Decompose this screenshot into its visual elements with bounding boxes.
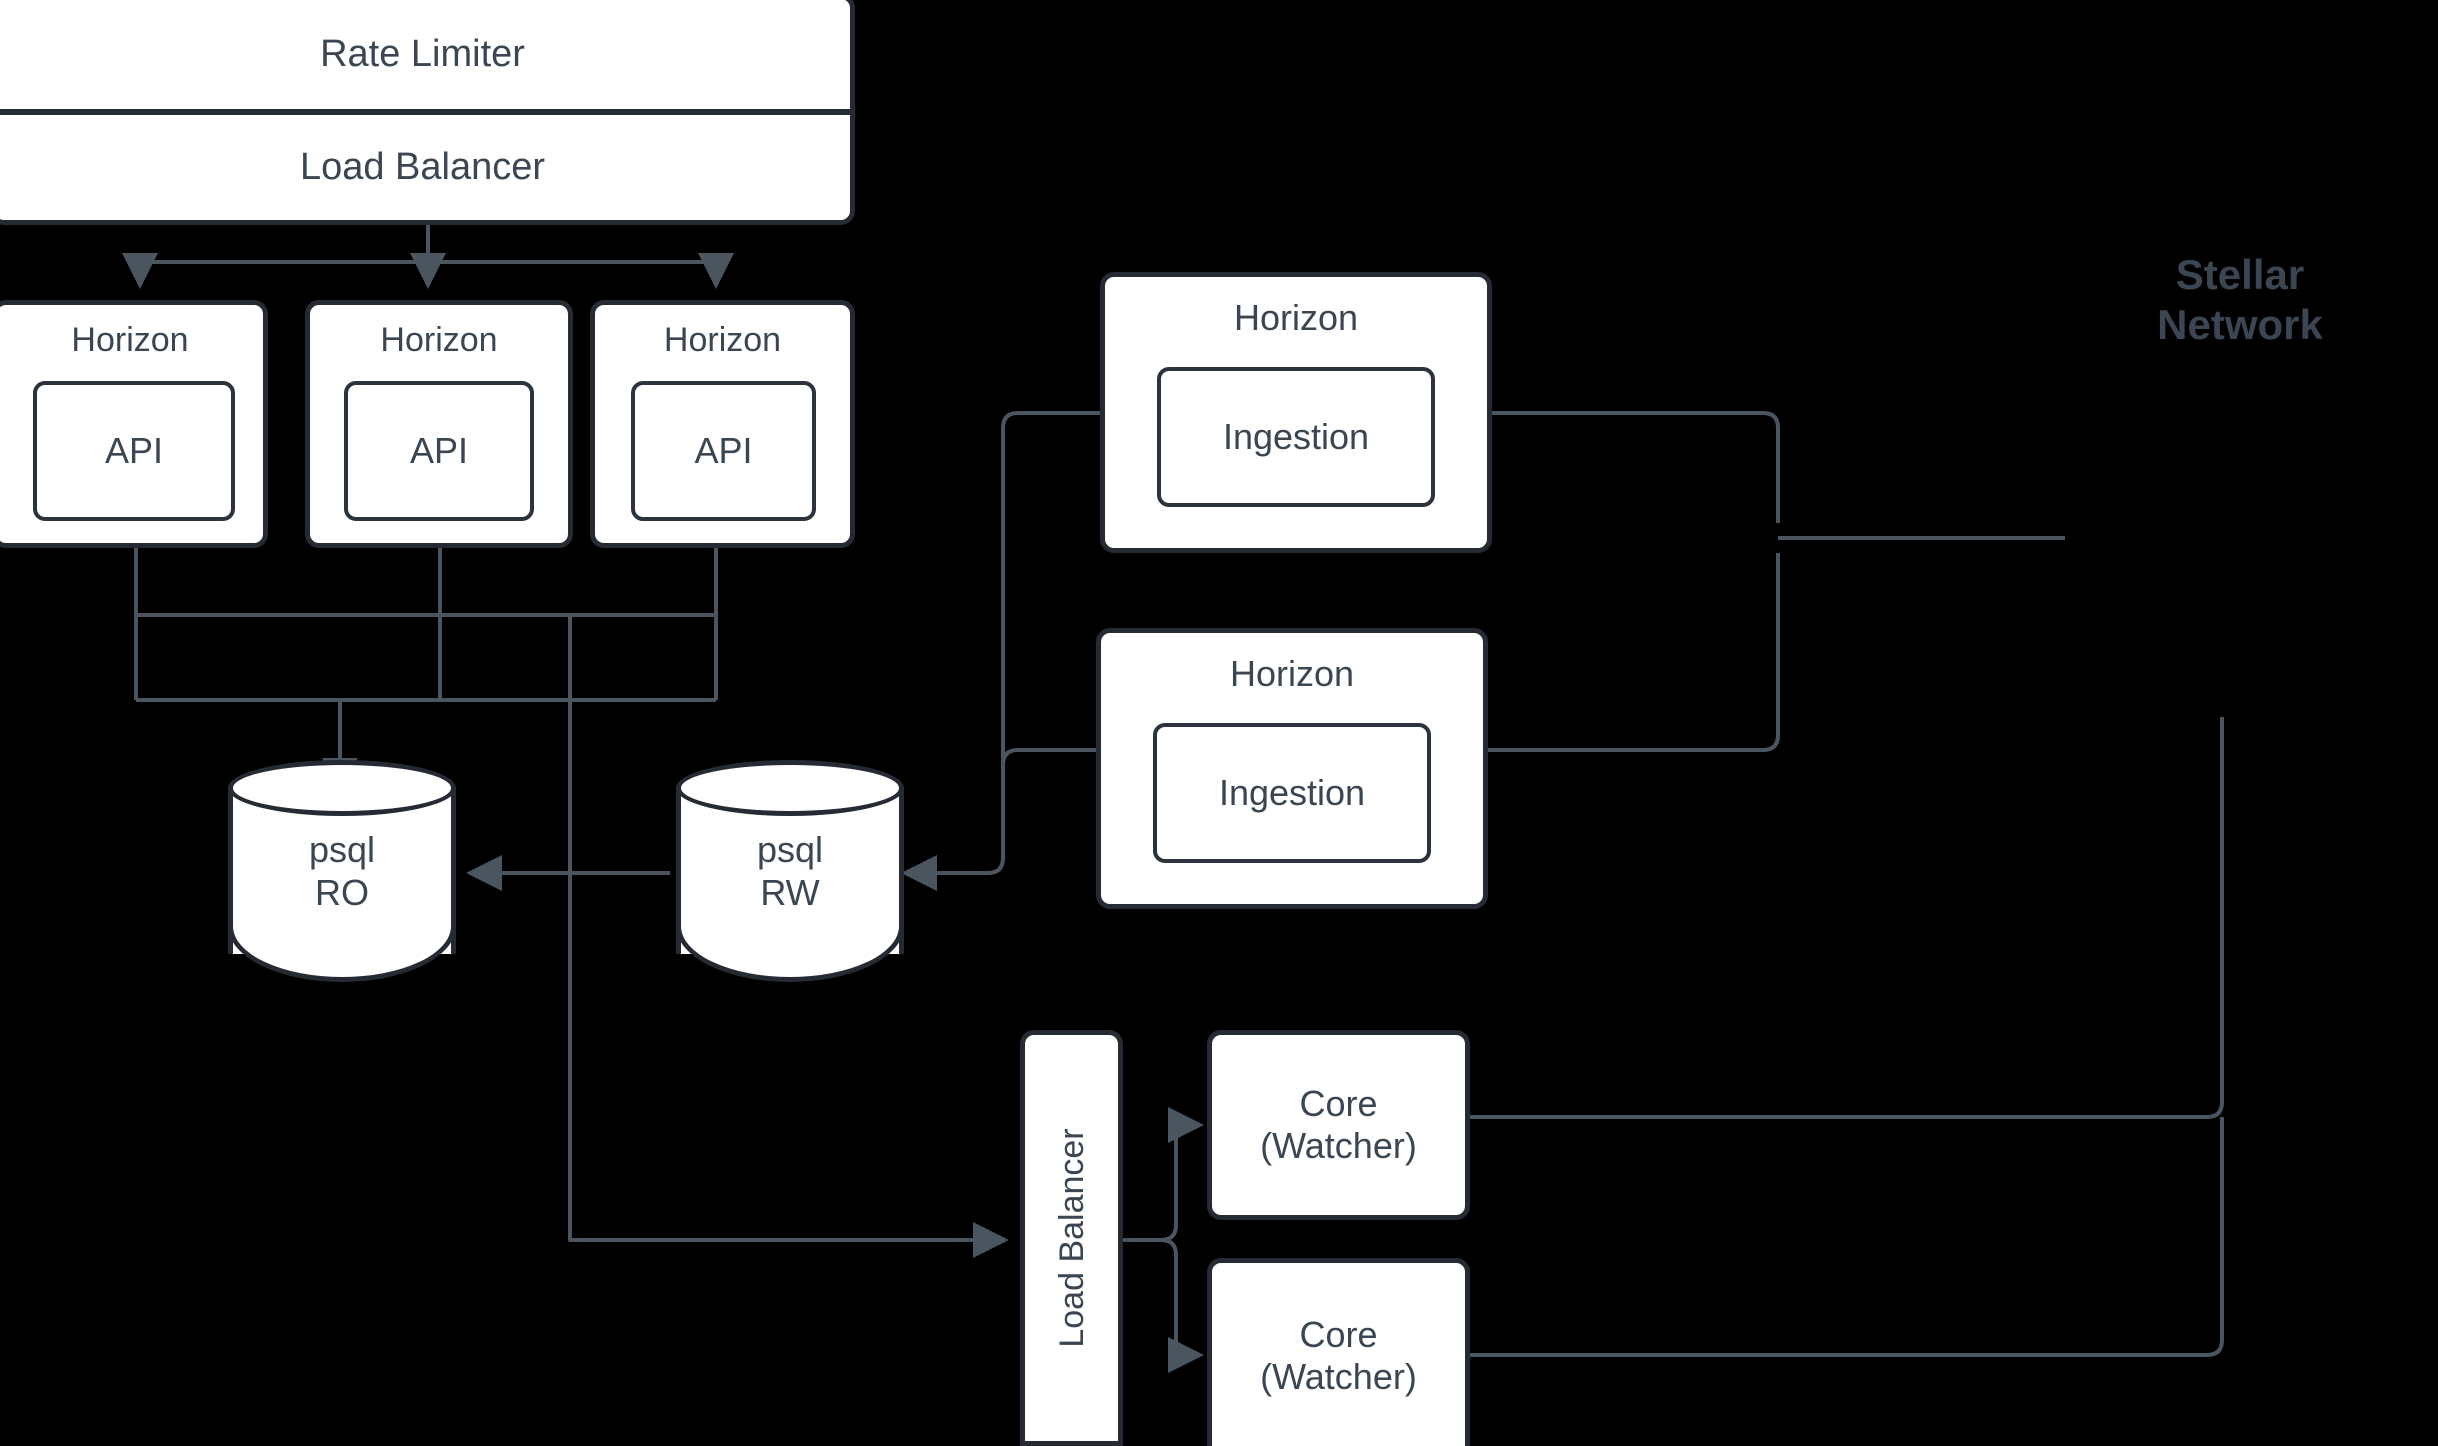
- wire-core2-to-network: [1470, 1117, 2224, 1357]
- psql-rw-label: psql RW: [756, 828, 824, 913]
- horizon-api-title-3: Horizon: [663, 321, 782, 359]
- database-psql-rw[interactable]: psql RW: [676, 760, 904, 982]
- horizon-api-node-3[interactable]: Horizon API: [590, 300, 855, 548]
- wire-core1-to-network: [1470, 717, 2224, 1119]
- core-watcher-node-2[interactable]: Core (Watcher): [1207, 1258, 1470, 1446]
- rate-limiter-node[interactable]: Rate Limiter: [0, 0, 855, 112]
- psql-ro-label: psql RO: [308, 828, 376, 913]
- wire-ingestion2-to-trunk: [1001, 748, 1096, 766]
- horizon-api-title-2: Horizon: [380, 321, 498, 359]
- ingress-load-balancer-node[interactable]: Load Balancer: [0, 112, 855, 225]
- core-watcher-node-1[interactable]: Core (Watcher): [1207, 1030, 1470, 1220]
- psql-ro-base: [228, 926, 456, 982]
- core-watcher-label-1: Core (Watcher): [1260, 1082, 1417, 1166]
- rate-limiter-label: Rate Limiter: [320, 32, 525, 75]
- horizon-api-node-1[interactable]: Horizon API: [0, 300, 268, 548]
- horizon-ingestion-title-1: Horizon: [1233, 297, 1359, 338]
- wire-ingestion2-right: [1487, 553, 1780, 752]
- wire-ingestion1-to-psql-rw: [901, 411, 1100, 891]
- horizon-api-node-2[interactable]: Horizon API: [305, 300, 573, 548]
- horizon-ingestion-title-2: Horizon: [1229, 653, 1355, 694]
- psql-rw-base: [676, 926, 904, 982]
- wire-corelb-to-core2: [1122, 1238, 1204, 1373]
- core-watcher-label-2: Core (Watcher): [1260, 1313, 1417, 1397]
- ingestion-subnode-1[interactable]: Ingestion: [1157, 367, 1435, 507]
- horizon-ingestion-node-2[interactable]: Horizon Ingestion: [1096, 628, 1488, 909]
- wire-corelb-to-core1: [1122, 1107, 1204, 1242]
- stellar-network-label: Stellar Network: [2157, 251, 2323, 349]
- api-subnode-1[interactable]: API: [33, 381, 235, 521]
- ingestion-subnode-2[interactable]: Ingestion: [1153, 723, 1431, 863]
- horizon-ingestion-node-1[interactable]: Horizon Ingestion: [1100, 272, 1492, 553]
- psql-ro-cap: [228, 760, 456, 816]
- psql-rw-cap: [676, 760, 904, 816]
- api-subnode-2[interactable]: API: [344, 381, 534, 521]
- ingress-load-balancer-label: Load Balancer: [299, 146, 546, 189]
- core-load-balancer-node[interactable]: Load Balancer: [1020, 1030, 1123, 1446]
- database-psql-ro[interactable]: psql RO: [228, 760, 456, 982]
- wire-ingestion1-right: [1492, 411, 1780, 523]
- api-subnode-3[interactable]: API: [631, 381, 816, 521]
- horizon-api-title-1: Horizon: [71, 321, 189, 359]
- core-load-balancer-label: Load Balancer: [1052, 1128, 1091, 1348]
